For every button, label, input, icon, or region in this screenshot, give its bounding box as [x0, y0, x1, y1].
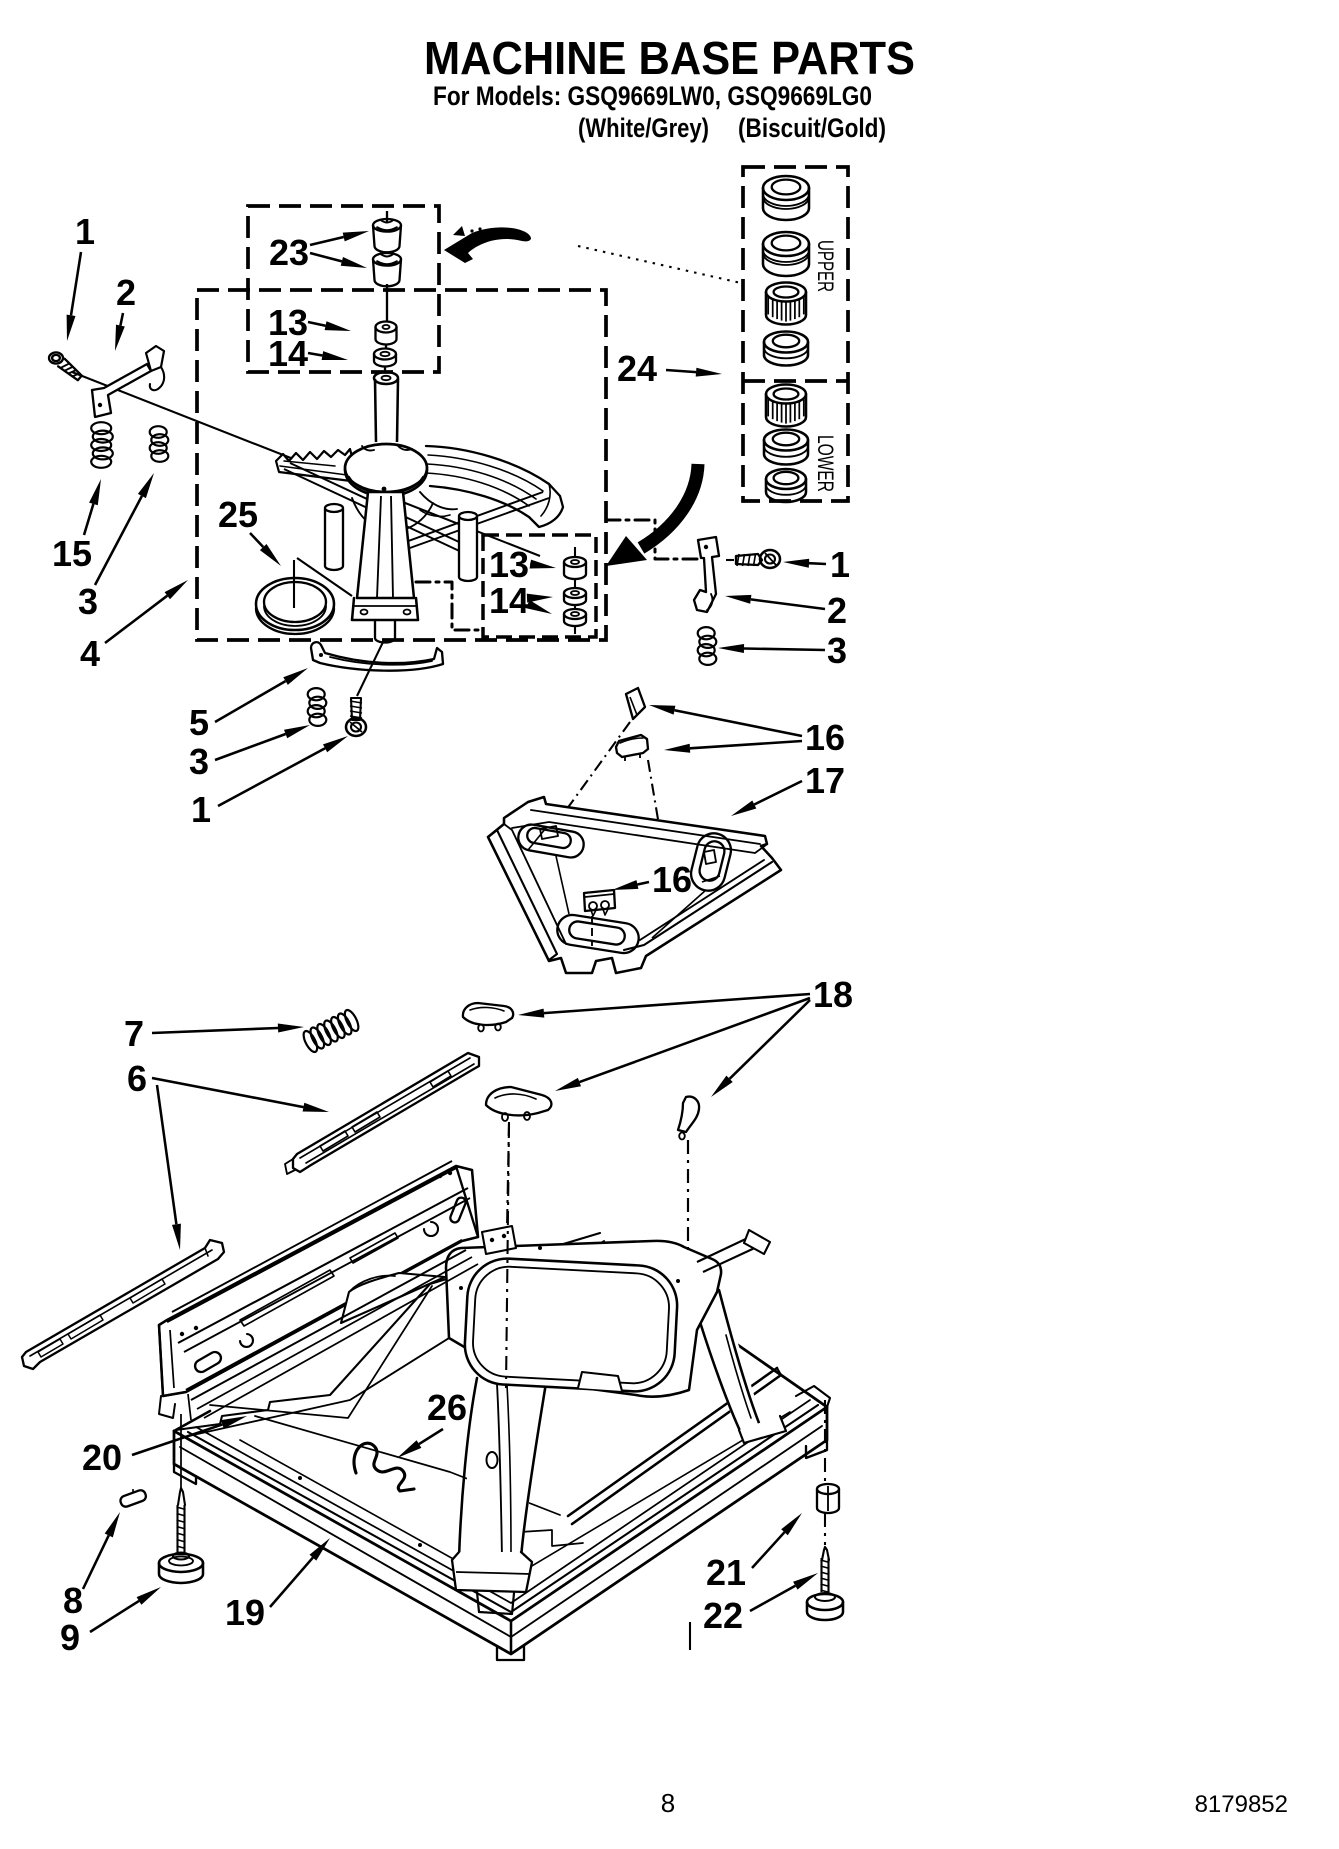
svg-text:1: 1 [830, 544, 850, 585]
svg-text:5: 5 [189, 702, 209, 743]
svg-text:1: 1 [75, 211, 95, 252]
svg-text:17: 17 [805, 760, 845, 801]
svg-text:16: 16 [652, 859, 692, 900]
svg-text:20: 20 [82, 1437, 122, 1478]
svg-text:9: 9 [60, 1617, 80, 1658]
svg-text:23: 23 [269, 232, 309, 273]
svg-text:8179852: 8179852 [1195, 1791, 1288, 1818]
svg-text:2: 2 [827, 590, 847, 631]
svg-text:2: 2 [116, 272, 136, 313]
svg-text:25: 25 [218, 494, 258, 535]
svg-text:13: 13 [489, 544, 529, 585]
svg-text:8: 8 [661, 1788, 675, 1818]
svg-text:13: 13 [268, 302, 308, 343]
svg-text:19: 19 [225, 1592, 265, 1633]
svg-text:4: 4 [80, 633, 100, 674]
svg-text:3: 3 [78, 581, 98, 622]
svg-text:15: 15 [52, 533, 92, 574]
svg-text:14: 14 [489, 580, 529, 621]
svg-text:26: 26 [427, 1387, 467, 1428]
svg-text:LOWER: LOWER [813, 435, 838, 492]
svg-text:16: 16 [805, 717, 845, 758]
svg-text:21: 21 [706, 1552, 746, 1593]
svg-text:1: 1 [191, 789, 211, 830]
svg-text:(White/Grey): (White/Grey) [578, 113, 709, 143]
svg-text:MACHINE BASE PARTS: MACHINE BASE PARTS [424, 32, 915, 84]
svg-text:14: 14 [268, 333, 308, 374]
svg-text:7: 7 [124, 1013, 144, 1054]
svg-text:3: 3 [827, 630, 847, 671]
svg-text:8: 8 [63, 1580, 83, 1621]
svg-text:18: 18 [813, 974, 853, 1015]
svg-text:24: 24 [617, 348, 657, 389]
svg-text:For Models: GSQ9669LW0, GSQ966: For Models: GSQ9669LW0, GSQ9669LG0 [433, 81, 872, 111]
svg-text:22: 22 [703, 1595, 743, 1636]
svg-text:(Biscuit/Gold): (Biscuit/Gold) [738, 113, 886, 143]
svg-text:6: 6 [127, 1058, 147, 1099]
svg-text:3: 3 [189, 741, 209, 782]
svg-text:UPPER: UPPER [813, 240, 838, 292]
